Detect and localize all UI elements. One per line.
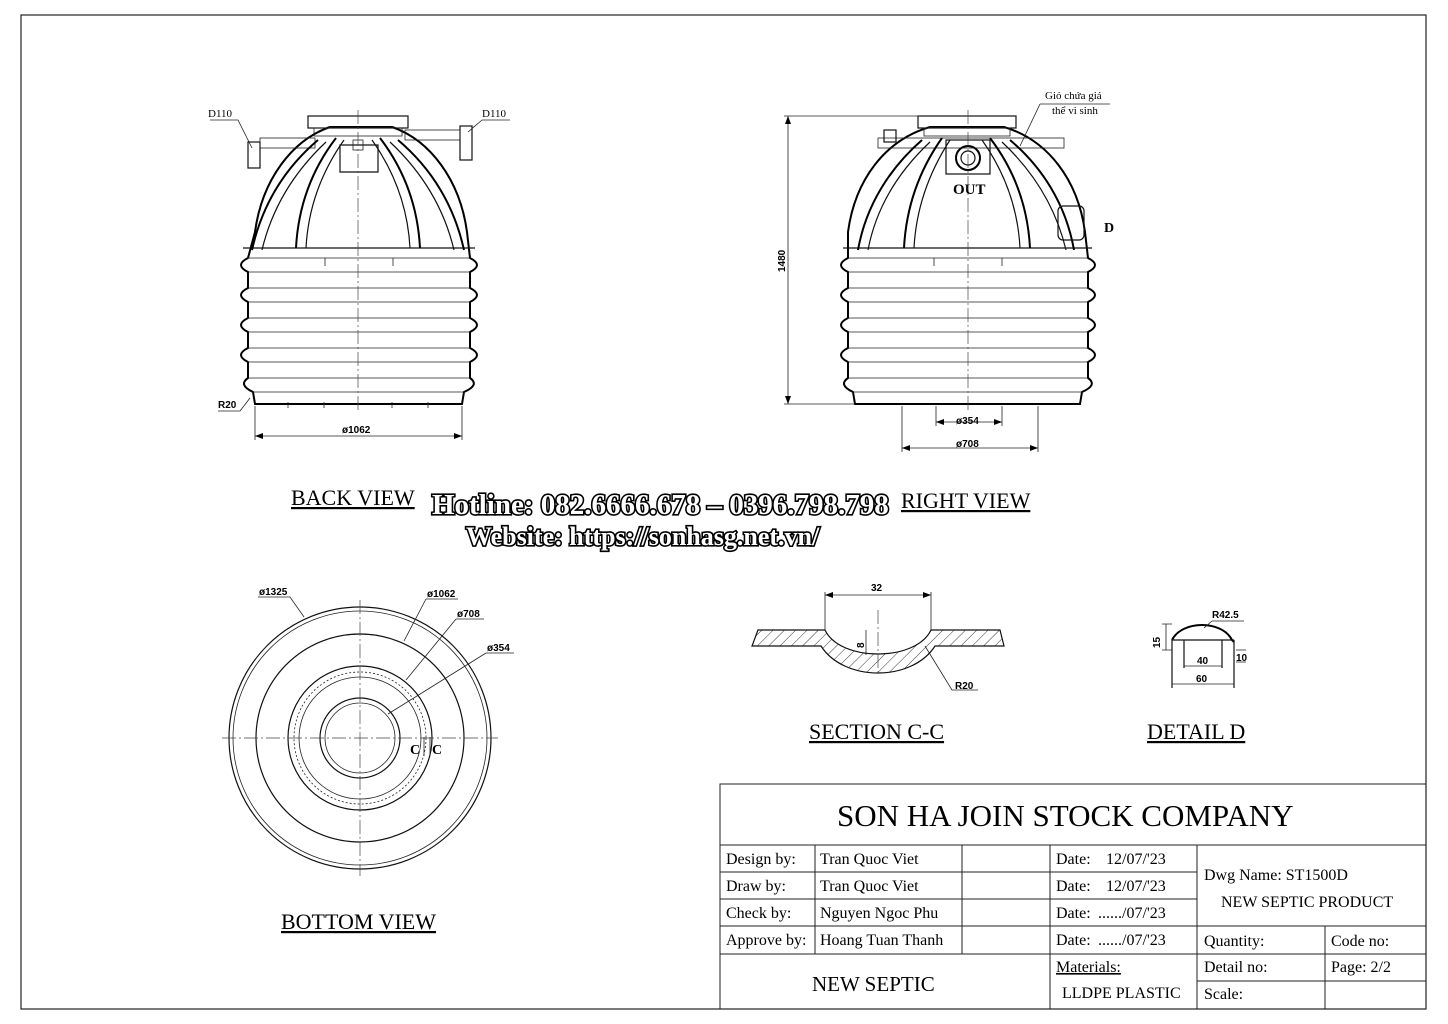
back-pipe-right-label: D110 — [482, 108, 507, 120]
materials-label: Materials: — [1056, 959, 1121, 976]
back-view-title: BACK VIEW — [291, 485, 415, 510]
section-depth-label: 8 — [856, 642, 867, 648]
bottom-d3-label: ø708 — [457, 609, 480, 620]
svg-text:Design by:: Design by: — [726, 851, 796, 868]
back-pipe-left-label: D110 — [208, 108, 233, 120]
svg-text:Nguyen Ngoc Phu: Nguyen Ngoc Phu — [820, 905, 938, 922]
right-outer-diameter-label: ø708 — [956, 439, 979, 450]
detail-no-label: Detail no: — [1204, 959, 1268, 976]
bottom-view-title: BOTTOM VIEW — [281, 909, 436, 934]
back-radius-label: R20 — [218, 400, 237, 411]
bottom-d2-label: ø1062 — [427, 589, 456, 600]
svg-text:Date:: Date: — [1056, 851, 1091, 868]
section-radius-label: R20 — [955, 681, 974, 692]
svg-text:....../07/'23: ....../07/'23 — [1098, 905, 1166, 922]
right-height-label: 1480 — [777, 249, 788, 272]
signoff-row-design: Design by: Tran Quoc Viet Date: 12/07/'2… — [726, 851, 1166, 868]
svg-text:Draw by:: Draw by: — [726, 878, 786, 895]
right-note-line1: Giỏ chứa giá — [1045, 90, 1102, 102]
back-diameter-label: ø1062 — [342, 425, 371, 436]
bottom-view: C C ø1325 ø1062 ø708 ø354 BOTTOM VIEW — [222, 587, 514, 934]
detail-height-label: 15 — [1152, 636, 1163, 648]
section-title: SECTION C-C — [809, 719, 944, 744]
bottom-section-right: C — [432, 743, 442, 758]
dwg-name: Dwg Name: ST1500D — [1204, 867, 1348, 884]
right-out-label: OUT — [953, 182, 986, 198]
product-name: NEW SEPTIC PRODUCT — [1221, 894, 1393, 911]
page-number: Page: 2/2 — [1331, 959, 1391, 976]
website-watermark: Website: https://sonhasg.net.vn/ — [466, 522, 820, 551]
section-width-label: 32 — [871, 583, 883, 594]
right-view-title: RIGHT VIEW — [901, 488, 1031, 513]
right-note-line2: thể vi sinh — [1052, 105, 1098, 117]
right-inner-diameter-label: ø354 — [956, 416, 979, 427]
svg-text:Date:: Date: — [1056, 932, 1091, 949]
detail-width-label: 60 — [1196, 674, 1208, 685]
company-name: SON HA JOIN STOCK COMPANY — [837, 798, 1294, 833]
detail-inner-label: 40 — [1197, 656, 1209, 667]
detail-radius-label: R42.5 — [1212, 610, 1239, 621]
svg-text:Tran Quoc Viet: Tran Quoc Viet — [820, 851, 919, 868]
signoff-row-approve: Approve by: Hoang Tuan Thanh Date: .....… — [726, 932, 1166, 949]
svg-text:Approve by:: Approve by: — [726, 932, 806, 949]
svg-text:....../07/'23: ....../07/'23 — [1098, 932, 1166, 949]
section-c-c: 32 8 R20 SECTION C-C — [751, 583, 1005, 744]
svg-text:Date:: Date: — [1056, 905, 1091, 922]
project-name: NEW SEPTIC — [812, 972, 935, 996]
bottom-d1-label: ø1325 — [259, 587, 288, 598]
detail-title: DETAIL D — [1147, 719, 1245, 744]
detail-d: 60 40 15 10 R42.5 DETAIL D — [1147, 610, 1248, 744]
signoff-row-check: Check by: Nguyen Ngoc Phu Date: ....../0… — [726, 905, 1166, 922]
quantity-label: Quantity: — [1204, 933, 1264, 950]
svg-text:Hoang Tuan Thanh: Hoang Tuan Thanh — [820, 932, 943, 949]
svg-text:Check by:: Check by: — [726, 905, 791, 922]
code-no-label: Code no: — [1331, 933, 1389, 950]
bottom-d4-label: ø354 — [487, 643, 510, 654]
scale-label: Scale: — [1204, 986, 1243, 1003]
svg-text:Tran Quoc Viet: Tran Quoc Viet — [820, 878, 919, 895]
right-view: OUT D Giỏ chứa giá thể vi sinh 1480 ø354… — [777, 90, 1114, 513]
signoff-row-draw: Draw by: Tran Quoc Viet Date: 12/07/'23 — [726, 878, 1166, 895]
materials-value: LLDPE PLASTIC — [1062, 985, 1181, 1002]
hotline-watermark: Hotline: 082.6666.678 – 0396.798.798 — [432, 489, 889, 521]
detail-side-label: 10 — [1236, 653, 1248, 664]
bottom-section-left: C — [410, 743, 420, 758]
right-detail-marker: D — [1104, 221, 1114, 236]
svg-text:12/07/'23: 12/07/'23 — [1106, 878, 1166, 895]
svg-text:12/07/'23: 12/07/'23 — [1106, 851, 1166, 868]
svg-text:Date:: Date: — [1056, 878, 1091, 895]
back-view: D110 D110 R20 ø1062 BACK VIEW — [208, 108, 510, 510]
title-block — [719, 783, 1427, 1010]
